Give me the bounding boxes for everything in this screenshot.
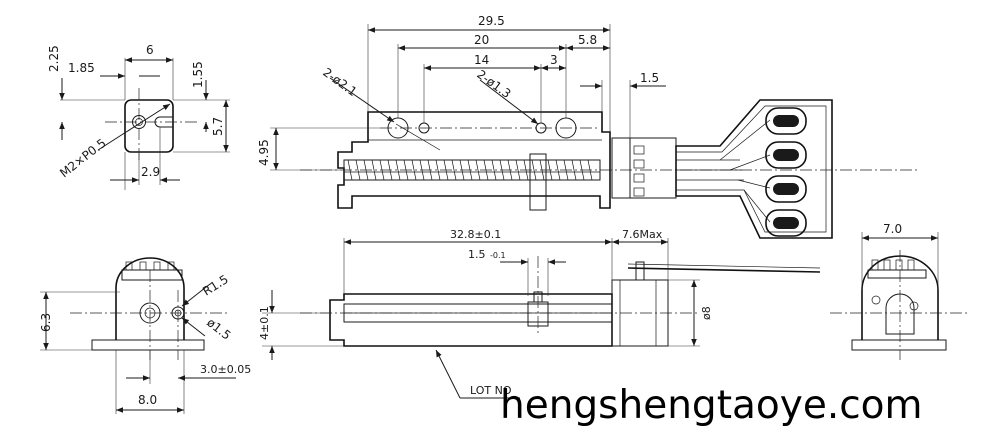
- dim-stroke-tolerance: -0.1: [490, 251, 506, 260]
- dim-radius-r1-5: R1.5: [200, 272, 231, 298]
- thread-callout: M2×P0.5: [57, 136, 108, 181]
- dim-offset-1-85: 1.85: [68, 61, 95, 75]
- hole-large-callout: 2-ø2.1: [320, 65, 359, 99]
- dim-hole-span-20: 20: [474, 33, 489, 47]
- dim-height-6-3: 6.3: [39, 313, 53, 332]
- dim-width-6: 6: [146, 43, 154, 57]
- dim-slot-5-7: 5.7: [211, 117, 225, 136]
- dim-stroke-1-5: 1.5: [468, 248, 486, 261]
- dim-hole-dia-1-5: ø1.5: [204, 315, 233, 342]
- dim-height-4-95: 4.95: [257, 139, 271, 166]
- dim-end-1-5: 1.5: [640, 71, 659, 85]
- dim-right-3: 3: [550, 53, 558, 67]
- dim-right-5-8: 5.8: [578, 33, 597, 47]
- hole-small-callout: 2-ø1.3: [474, 67, 513, 101]
- watermark-text: hengshengtaoye.com: [500, 383, 923, 428]
- dim-motor-7-6max: 7.6Max: [622, 228, 663, 241]
- dim-bottom-2-9: 2.9: [141, 165, 160, 179]
- dim-overall-29-5: 29.5: [478, 14, 505, 28]
- side-view: 32.8±0.1 7.6Max 1.5 -0.1 ø8 4±0.1 LOT NO: [258, 228, 821, 399]
- right-end-view: 7.0: [830, 222, 970, 360]
- dim-total-32-8: 32.8±0.1: [450, 228, 501, 241]
- front-view-bottom-left: 6.3 R1.5 ø1.5 3.0±0.05 8.0: [39, 257, 251, 414]
- dim-offset-3-0: 3.0±0.05: [200, 363, 251, 376]
- flex-pads: [765, 107, 807, 237]
- lot-no-label: LOT NO: [470, 384, 512, 397]
- dim-width-8-0: 8.0: [138, 393, 157, 407]
- top-view: 29.5 20 5.8 14 3 1.5 4.95 2-ø2.1 2-ø1.3: [257, 14, 920, 239]
- dim-width-7-0: 7.0: [883, 222, 902, 236]
- dim-inner-14: 14: [474, 53, 489, 67]
- dim-height-2-25: 2.25: [47, 45, 61, 72]
- dim-height-1-55: 1.55: [191, 61, 205, 88]
- dim-shaft-height: 4±0.1: [258, 306, 271, 340]
- end-view-top-left: 6 1.85 2.25 1.55 5.7 2.9 M2×P0.5: [47, 43, 230, 190]
- dim-motor-dia: ø8: [700, 306, 713, 320]
